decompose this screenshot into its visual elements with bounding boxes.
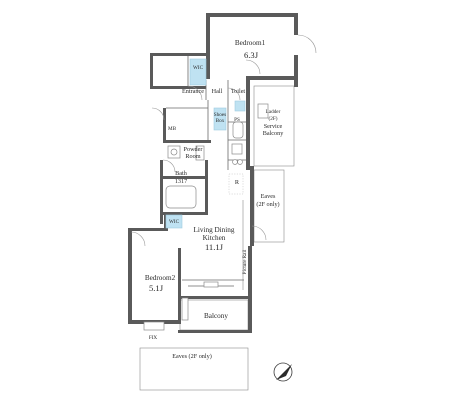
shoes-box-line1: Shoes	[214, 112, 226, 118]
ps-label: PS	[234, 117, 240, 123]
balcony-label: Balcony	[204, 312, 228, 320]
ldk-size: 11.1J	[205, 242, 224, 252]
ladder-label-1: Ladder	[266, 109, 281, 115]
fix-window	[143, 321, 165, 331]
window-sash	[203, 281, 219, 288]
bedroom2-size: 5.1J	[149, 283, 164, 293]
bath-name: Bath	[175, 170, 188, 177]
wic-top-fill	[189, 58, 207, 86]
fix-label: FIX	[149, 335, 158, 341]
door-swings	[130, 34, 317, 247]
fixtures	[143, 103, 269, 331]
service-balcony-line1: Service	[264, 123, 283, 130]
shoes-box-fill	[213, 107, 227, 131]
hall-label: Hall	[212, 88, 223, 95]
shoes-box-line2: Box	[216, 118, 225, 124]
balcony-storage	[181, 297, 189, 321]
refrigerator-label: R	[235, 179, 240, 186]
bedroom1-name: Bedroom1	[235, 39, 266, 47]
eaves-bottom-label: Eaves (2F only)	[172, 353, 212, 360]
bath-size: 1317	[175, 178, 187, 185]
service-balcony-outline	[253, 85, 295, 167]
north-arrow-icon	[273, 362, 293, 382]
mb-label: MB	[168, 126, 177, 132]
wic-mid-label: WIC	[169, 219, 180, 225]
toilet-label: Toilet	[231, 88, 246, 95]
ldk-line2: Kitchen	[203, 234, 226, 242]
entrance-label: Entrance	[182, 88, 204, 95]
picture-rail-label: Picture Rail	[242, 249, 248, 274]
room-labels: Bedroom1 6.3J WIC Entrance Hall Toilet L…	[145, 39, 284, 360]
ladder-label-2: (2F)	[269, 115, 278, 122]
refrigerator-space	[228, 173, 244, 195]
stove-burner-2	[237, 159, 243, 165]
wic-mid-fill	[165, 214, 183, 229]
eaves-right-line2: (2F only)	[256, 201, 279, 208]
ldk-line1: Living Dining	[194, 226, 235, 234]
bathtub	[165, 185, 197, 209]
kitchen-sink	[231, 143, 243, 155]
bedroom1-size: 6.3J	[244, 50, 259, 60]
service-balcony-line2: Balcony	[263, 130, 285, 137]
powder-room-line2: Room	[185, 153, 200, 160]
toilet-bowl	[232, 121, 244, 139]
bedroom2-name: Bedroom2	[145, 274, 176, 282]
toilet-closet-fill	[234, 100, 246, 112]
wic-top-label: WIC	[193, 65, 204, 71]
ladder-box	[257, 103, 269, 119]
eaves-right-line1: Eaves	[261, 193, 276, 200]
interior-lines	[166, 56, 246, 290]
stove-burner-1	[232, 159, 238, 165]
powder-room-line1: Powder	[184, 146, 203, 153]
eaves-bottom-outline	[139, 347, 249, 391]
washer	[195, 145, 205, 161]
